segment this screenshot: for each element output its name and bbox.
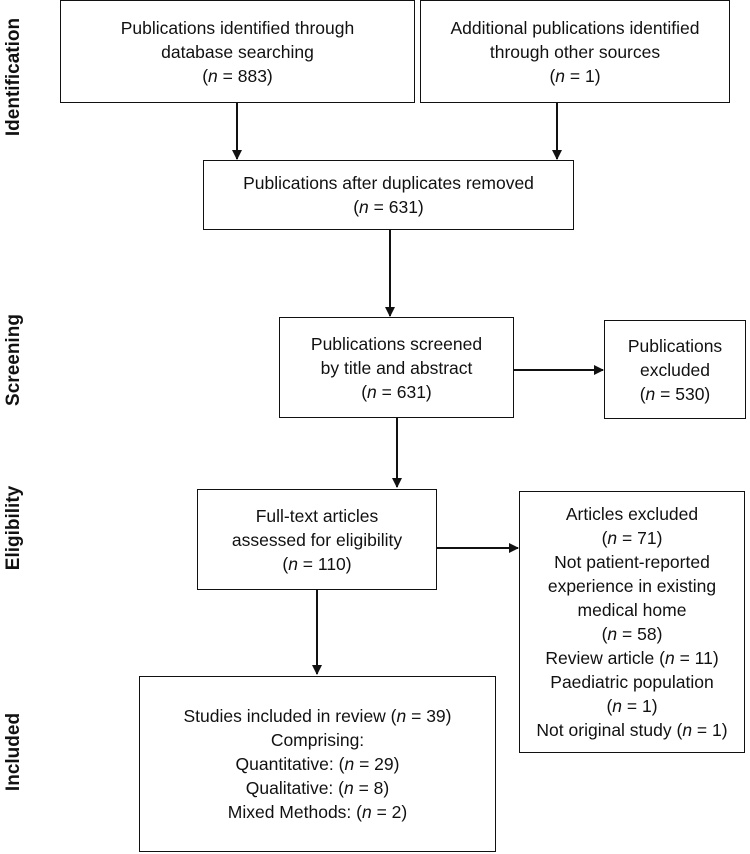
- exclusion-reason-line: Paediatric population: [550, 672, 714, 692]
- full-text-line-2: assessed for eligibility: [231, 529, 403, 550]
- after-duplicates-box: Publications after duplicates removed (n…: [203, 160, 574, 230]
- other-sources-line-2: through other sources: [489, 41, 661, 62]
- other-sources-count: (n = 1): [549, 65, 601, 86]
- screened-count: (n = 631): [361, 381, 432, 402]
- exclusion-reason-line: experience in existing: [547, 576, 717, 596]
- after-duplicates-count: (n = 631): [353, 197, 424, 217]
- publications-excluded-count: (n = 530): [639, 383, 711, 404]
- articles-excluded-total: (n = 71): [601, 528, 663, 548]
- other-sources-line-1: Additional publications identified: [450, 17, 700, 38]
- publications-excluded-line-1: Publications: [627, 335, 723, 356]
- publications-excluded-line-2: excluded: [639, 359, 711, 380]
- screened-line-2: by title and abstract: [320, 357, 473, 378]
- articles-excluded-title: Articles excluded: [565, 504, 699, 524]
- database-search-line-2: database searching: [161, 41, 314, 62]
- exclusion-reason-count: (n = 58): [601, 624, 663, 644]
- articles-excluded-box: Articles excluded (n = 71) Not patient-r…: [519, 491, 745, 753]
- included-item-quantitative: Quantitative: (n = 29): [235, 754, 400, 774]
- full-text-count: (n = 110): [282, 553, 352, 574]
- included-comprising: Comprising:: [270, 730, 365, 750]
- other-sources-box: Additional publications identified throu…: [420, 0, 730, 103]
- exclusion-reason-review-article: Review article (n = 11): [545, 648, 719, 668]
- database-search-line-1: Publications identified through: [120, 17, 355, 38]
- publications-excluded-box: Publications excluded (n = 530): [604, 320, 746, 419]
- screened-line-1: Publications screened: [310, 333, 483, 354]
- exclusion-reason-not-original: Not original study (n = 1): [536, 720, 728, 740]
- screened-box: Publications screened by title and abstr…: [279, 317, 514, 418]
- exclusion-reason-count: (n = 1): [606, 696, 658, 716]
- included-box: Studies included in review (n = 39) Comp…: [139, 676, 496, 852]
- included-item-qualitative: Qualitative: (n = 8): [245, 778, 390, 798]
- database-search-box: Publications identified through database…: [60, 0, 415, 103]
- full-text-line-1: Full-text articles: [255, 505, 379, 526]
- after-duplicates-line-1: Publications after duplicates removed: [243, 173, 534, 193]
- included-item-mixed-methods: Mixed Methods: (n = 2): [227, 802, 408, 822]
- exclusion-reason-line: medical home: [577, 600, 687, 620]
- database-search-count: (n = 883): [202, 65, 273, 86]
- exclusion-reason-line: Not patient-reported: [554, 552, 710, 572]
- full-text-box: Full-text articles assessed for eligibil…: [197, 489, 437, 590]
- included-total: Studies included in review (n = 39): [183, 706, 452, 726]
